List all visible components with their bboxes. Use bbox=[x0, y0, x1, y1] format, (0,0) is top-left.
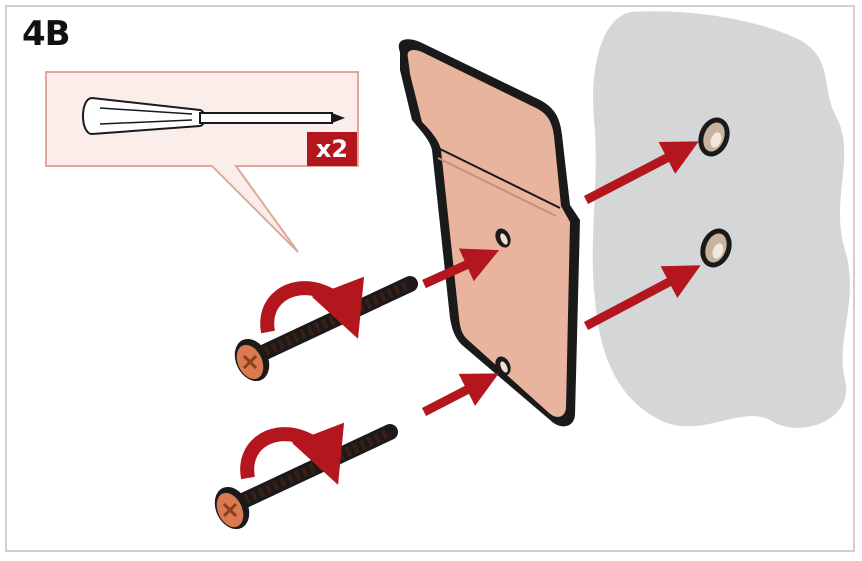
step-label: 4B bbox=[22, 14, 71, 54]
rotate-arrow-icon bbox=[260, 276, 365, 339]
wall-anchor-icon bbox=[698, 117, 730, 157]
screw-icon bbox=[234, 276, 418, 382]
screw-icon bbox=[214, 424, 398, 530]
rotate-arrow-icon bbox=[240, 422, 345, 485]
arrow-icon bbox=[421, 373, 499, 416]
screwdriver-icon bbox=[82, 96, 345, 136]
quantity-badge: x2 bbox=[307, 132, 357, 166]
arrow-icon bbox=[422, 248, 500, 289]
bracket-icon bbox=[398, 39, 580, 427]
wall-anchor-icon bbox=[700, 228, 732, 268]
wall-surface bbox=[592, 11, 850, 428]
arrow-icon bbox=[583, 265, 701, 330]
arrow-icon bbox=[583, 141, 699, 204]
